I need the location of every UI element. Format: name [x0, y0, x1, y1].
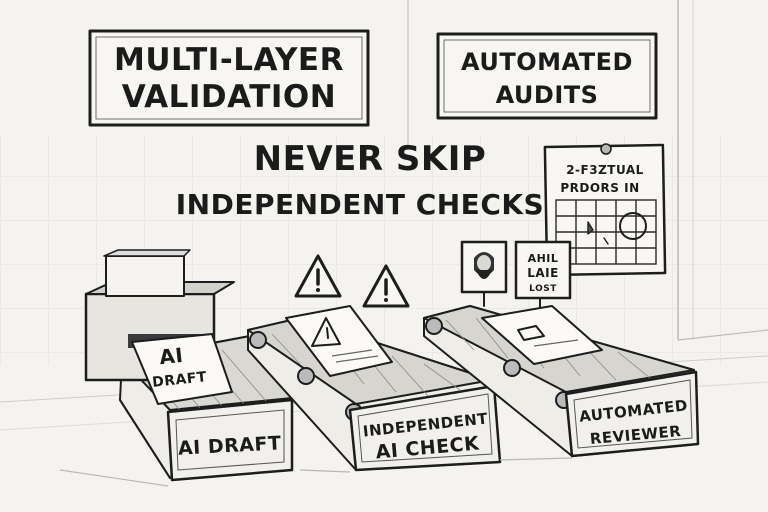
calendar-line1: 2-F3ZTUAL: [566, 163, 644, 177]
sign-left-line2: VALIDATION: [122, 79, 336, 115]
badge-line3: LOST: [529, 284, 557, 294]
sign-multi-layer-validation: MULTI-LAYER VALIDATION: [88, 29, 370, 127]
station-label-ai-draft: AI DRAFT: [177, 432, 281, 459]
station-automated-reviewer: AUTOMATED REVIEWER: [423, 305, 700, 458]
document-icon: AHIL LAIE LOST: [514, 240, 572, 311]
draft-paper-line2: DRAFT: [151, 369, 207, 391]
draft-paper-line1: AI: [158, 343, 184, 369]
warning-icon: [362, 264, 410, 308]
sign-right-line1: AUTOMATED: [461, 48, 633, 76]
warning-icon: [294, 254, 342, 298]
badge-line1: AHIL: [528, 252, 559, 265]
station-ai-draft: AI DRAFT AI DRAFT: [84, 249, 294, 482]
portrait-icon: [460, 240, 508, 307]
sign-automated-audits: AUTOMATED AUDITS: [436, 32, 658, 120]
sign-left-line1: MULTI-LAYER: [114, 42, 344, 78]
calendar-line2: PRDORS IN: [560, 181, 639, 195]
badge-line2: LAIE: [527, 266, 559, 280]
headline-line1: NEVER SKIP: [254, 139, 487, 179]
headline-line2: INDEPENDENT CHECKS: [176, 188, 544, 221]
station-independent-ai-check: INDEPENDENT AI CHECK: [247, 305, 502, 472]
sign-right-line2: AUDITS: [496, 81, 599, 109]
calendar-icon: 2-F3ZTUAL PRDORS IN: [543, 143, 667, 277]
